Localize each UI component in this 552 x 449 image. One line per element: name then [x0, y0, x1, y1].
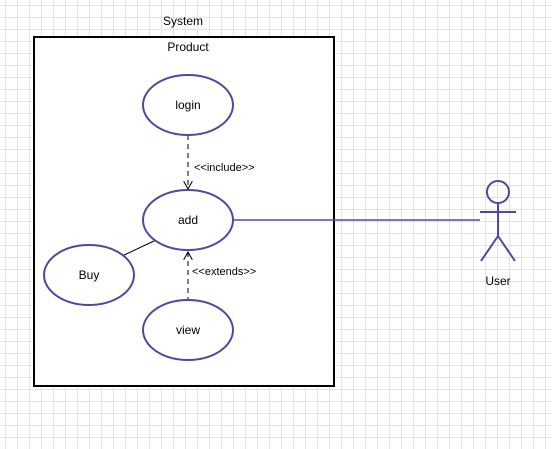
use-case-add-label: add [178, 213, 198, 227]
actor-stick-figure-icon [480, 180, 516, 262]
buy-add-association[interactable] [121, 239, 157, 257]
actor-user[interactable]: User [480, 180, 516, 288]
use-case-buy-ellipse [43, 244, 135, 306]
use-case-view-label: view [176, 323, 200, 337]
use-case-login[interactable]: login [142, 74, 234, 136]
use-case-login-label: login [175, 98, 200, 112]
system-boundary-label: Product [167, 40, 209, 54]
use-case-buy-label: Buy [79, 268, 100, 282]
use-case-login-ellipse [142, 74, 234, 136]
use-case-add-ellipse [142, 189, 234, 251]
actor-user-label: User [485, 274, 510, 288]
extends-relation-label: <<extends>> [192, 266, 256, 278]
system-title: System [163, 14, 203, 28]
use-case-buy[interactable]: Buy [43, 244, 135, 306]
use-case-view-ellipse [142, 299, 234, 361]
use-case-add[interactable]: add [142, 189, 234, 251]
use-case-view[interactable]: view [142, 299, 234, 361]
include-relation-label: <<include>> [194, 162, 255, 174]
